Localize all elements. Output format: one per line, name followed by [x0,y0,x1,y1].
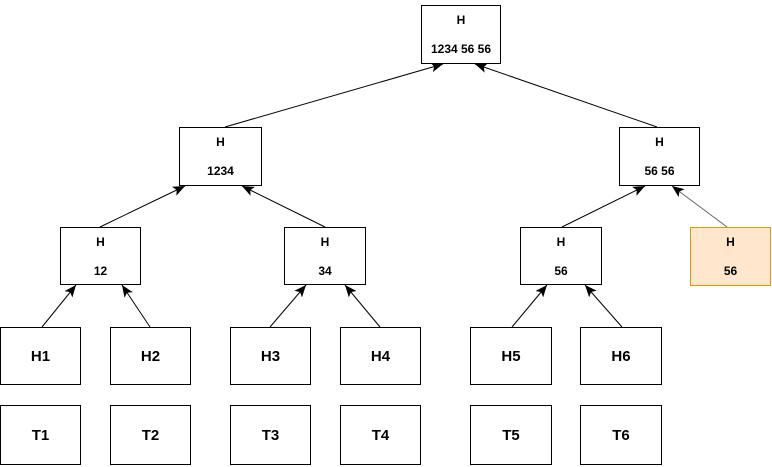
edge-arrow [511,284,548,328]
edge-arrow [344,284,381,328]
leaf-label: T4 [371,426,390,444]
leaf-label: T1 [31,426,50,444]
node-leaf-hash-h3: H3 [230,327,311,385]
node-root: H 1234 56 56 [421,5,501,64]
edge-arrow [671,185,728,228]
node-label: H [96,235,105,249]
leaf-label: H5 [501,347,521,365]
node-hash-56: H 56 [520,227,602,285]
edge-arrow [241,185,326,228]
node-label: H [726,235,735,249]
node-leaf-hash-h4: H4 [340,327,421,385]
node-txn-t4: T4 [340,405,421,465]
node-label: H [655,135,664,149]
leaf-label: H6 [611,347,631,365]
node-txn-t1: T1 [0,405,81,465]
node-value: 56 [723,264,738,278]
node-label: H [320,235,330,249]
node-hash-1234: H 1234 [179,127,262,186]
leaf-label: H3 [260,347,281,365]
node-label: H [216,135,225,149]
leaf-label: T3 [261,426,280,444]
leaf-label: T5 [502,426,520,444]
node-hash-56-copy: H 56 [690,227,771,286]
edge-arrow [121,284,151,328]
edge-arrow [99,185,186,228]
edge-arrow [224,62,444,128]
node-leaf-hash-h6: H6 [580,327,662,385]
node-leaf-hash-h1: H1 [0,327,81,385]
node-hash-56-56: H 56 56 [619,127,700,186]
node-value: 56 56 [644,164,675,178]
edge-arrow [41,284,77,328]
node-txn-t2: T2 [110,405,191,465]
node-hash-12: H 12 [60,227,141,285]
edge-arrow [584,284,623,328]
node-label: H [556,235,566,249]
leaf-label: H1 [30,347,51,365]
node-value: 1234 56 56 [430,42,492,56]
edge-arrow [269,284,307,328]
leaf-label: T2 [141,426,160,444]
node-value: 12 [93,264,108,278]
node-value: 34 [318,264,332,278]
node-leaf-hash-h2: H2 [110,327,191,385]
leaf-label: H4 [370,347,391,365]
node-value: 1234 [207,164,234,178]
leaf-label: T6 [612,426,630,444]
node-txn-t5: T5 [470,405,552,465]
node-value: 56 [554,264,568,278]
node-hash-34: H 34 [284,227,366,285]
leaf-label: H2 [140,347,161,365]
node-txn-t3: T3 [230,405,311,465]
edge-arrow [474,63,658,128]
node-txn-t6: T6 [580,405,662,465]
edge-arrow [561,185,646,228]
node-leaf-hash-h5: H5 [470,327,552,385]
node-label: H [456,13,466,27]
